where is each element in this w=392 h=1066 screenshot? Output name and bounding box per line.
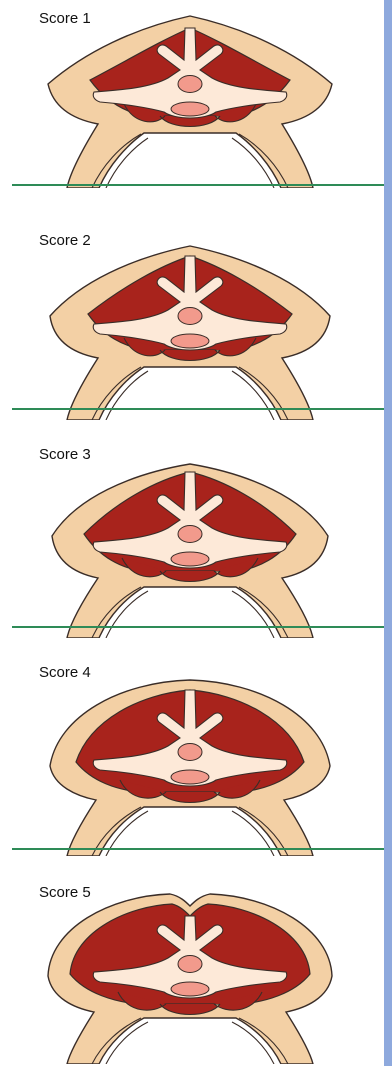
score-panel-4: Score 4 xyxy=(0,654,384,850)
right-edge-bar xyxy=(384,0,392,1066)
score-panel-2: Score 2 xyxy=(0,222,384,408)
cross-section-figure-1 xyxy=(40,8,340,188)
panel-divider-1 xyxy=(12,184,384,186)
cross-section-figure-3 xyxy=(40,458,340,638)
panel-divider-2 xyxy=(12,408,384,410)
score-panel-3: Score 3 xyxy=(0,436,384,628)
cross-section-figure-5 xyxy=(40,884,340,1064)
score-panel-5: Score 5 xyxy=(0,874,384,1066)
panel-divider-3 xyxy=(12,626,384,628)
cross-section-figure-2 xyxy=(40,240,340,420)
cross-section-figure-4 xyxy=(40,676,340,856)
score-panel-1: Score 1 xyxy=(0,0,384,186)
panel-divider-4 xyxy=(12,848,384,850)
